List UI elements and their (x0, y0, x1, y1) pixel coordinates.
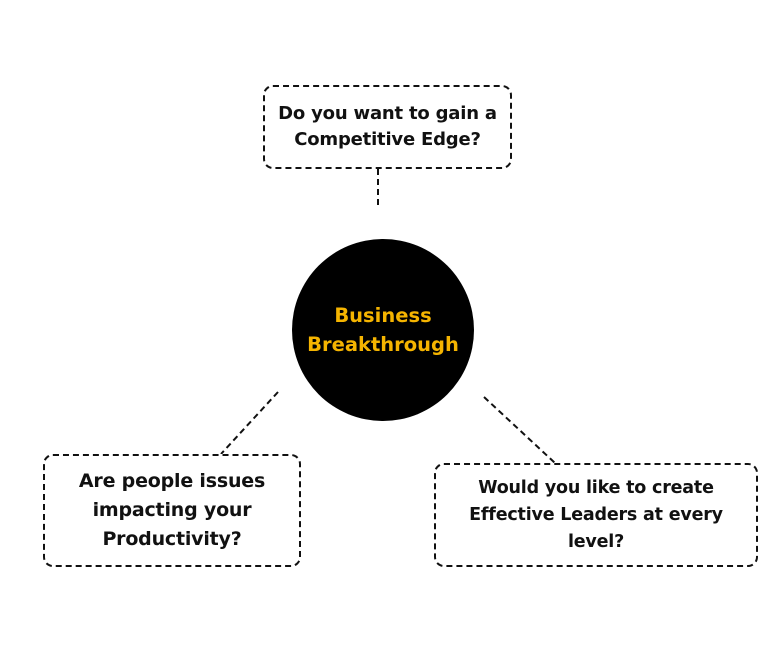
node-text-line: Competitive Edge? (294, 129, 481, 150)
node-people-issues: Are people issues impacting your Product… (43, 454, 301, 567)
node-effective-leaders: Would you like to create Effective Leade… (434, 463, 758, 567)
node-competitive-edge: Do you want to gain a Competitive Edge? (263, 85, 512, 169)
connector-center-to-right (483, 396, 556, 464)
center-text-line: Breakthrough (307, 333, 459, 356)
center-text-line: Business (334, 304, 432, 327)
node-text-line: level? (567, 531, 625, 552)
node-text-line: impacting your (92, 499, 252, 521)
node-text-line: Do you want to gain a (278, 103, 497, 124)
connector-center-to-left (220, 391, 279, 455)
node-text-line: Effective Leaders at every (469, 504, 723, 525)
node-text-line: Would you like to create (478, 477, 714, 498)
node-text-line: Are people issues (78, 470, 266, 492)
node-text-line: Productivity? (102, 528, 242, 550)
center-node-business-breakthrough: Business Breakthrough (292, 239, 474, 421)
